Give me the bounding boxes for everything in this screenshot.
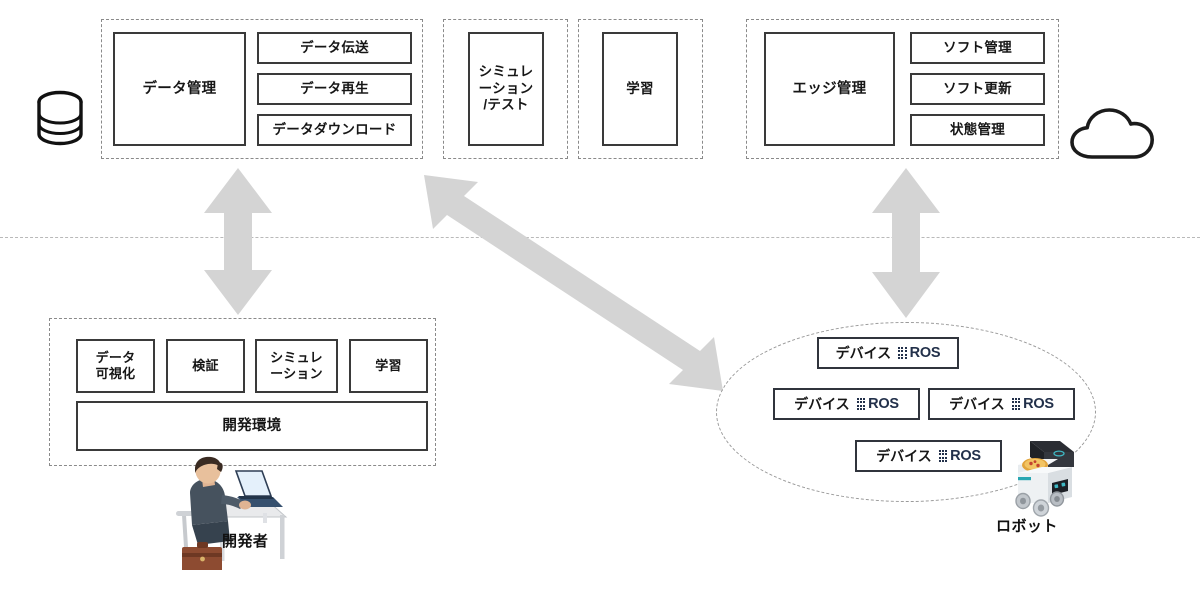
caption-developer: 開発者	[222, 533, 269, 550]
ros-text-1: ROS	[909, 345, 941, 361]
group-robot-devices	[716, 322, 1096, 502]
box-simulation-test[interactable]: シミュレ ーション /テスト	[468, 32, 544, 146]
group-edge-management	[746, 19, 1059, 159]
developer-at-desk-illustration	[140, 455, 290, 575]
device-box-2[interactable]: デバイス ROS	[773, 388, 920, 420]
ros-dot-grid-3	[1011, 398, 1021, 410]
box-data-replay[interactable]: データ再生	[257, 73, 412, 105]
tool0-line-2: 可視化	[95, 366, 136, 381]
box-verification[interactable]: 検証	[166, 339, 245, 393]
box-edge-management[interactable]: エッジ管理	[764, 32, 895, 146]
arrow-sim-to-robot	[424, 175, 723, 391]
device-label-4: デバイス	[876, 448, 932, 464]
ros-text-4: ROS	[950, 448, 981, 464]
database-cylinder-icon	[32, 88, 88, 157]
ros-logo-2: ROS	[856, 396, 899, 412]
caption-robot: ロボット	[996, 518, 1058, 535]
group-learning	[578, 19, 703, 159]
tool2-line-1: シミュレ	[270, 349, 323, 365]
device-label-3: デバイス	[949, 396, 1005, 412]
box-software-management[interactable]: ソフト管理	[910, 32, 1045, 64]
arrow-edge-to-robot	[872, 168, 940, 318]
box-data-management[interactable]: データ管理	[113, 32, 246, 146]
group-development-environment	[49, 318, 436, 466]
group-data-management	[101, 19, 423, 159]
ros-logo-3: ROS	[1011, 396, 1054, 412]
arrow-data-to-dev	[204, 168, 272, 315]
sim-line-1: シミュレ	[478, 63, 534, 79]
delivery-robot-illustration	[1000, 437, 1080, 524]
sim-line-3: /テスト	[483, 97, 529, 113]
box-status-management[interactable]: 状態管理	[910, 114, 1045, 146]
ros-text-3: ROS	[1023, 396, 1054, 412]
device-box-3[interactable]: デバイス ROS	[928, 388, 1075, 420]
ros-text-2: ROS	[868, 396, 899, 412]
ros-dot-grid-4	[938, 450, 948, 462]
device-label-1: デバイス	[835, 345, 892, 361]
sim-line-2: ーション	[478, 80, 534, 96]
cloud-local-separator	[0, 237, 1200, 238]
device-box-1[interactable]: デバイス ROS	[817, 337, 959, 369]
ros-logo-4: ROS	[938, 448, 981, 464]
box-data-download[interactable]: データダウンロード	[257, 114, 412, 146]
group-simulation-test	[443, 19, 568, 159]
box-software-update[interactable]: ソフト更新	[910, 73, 1045, 105]
box-development-platform[interactable]: 開発環境	[76, 401, 428, 451]
ros-dot-grid-1	[898, 347, 907, 359]
ros-logo-1: ROS	[898, 345, 941, 361]
box-data-transfer[interactable]: データ伝送	[257, 32, 412, 64]
device-box-4[interactable]: デバイス ROS	[855, 440, 1002, 472]
box-learning-cloud[interactable]: 学習	[602, 32, 678, 146]
cloud-icon	[1068, 105, 1160, 170]
ros-dot-grid-2	[856, 398, 866, 410]
tool0-line-1: データ	[95, 349, 136, 365]
tool2-line-2: ーション	[270, 366, 323, 381]
box-simulation-local[interactable]: シミュレ ーション	[255, 339, 338, 393]
box-learning-local[interactable]: 学習	[349, 339, 428, 393]
box-data-visualization[interactable]: データ 可視化	[76, 339, 155, 393]
device-label-2: デバイス	[794, 396, 850, 412]
